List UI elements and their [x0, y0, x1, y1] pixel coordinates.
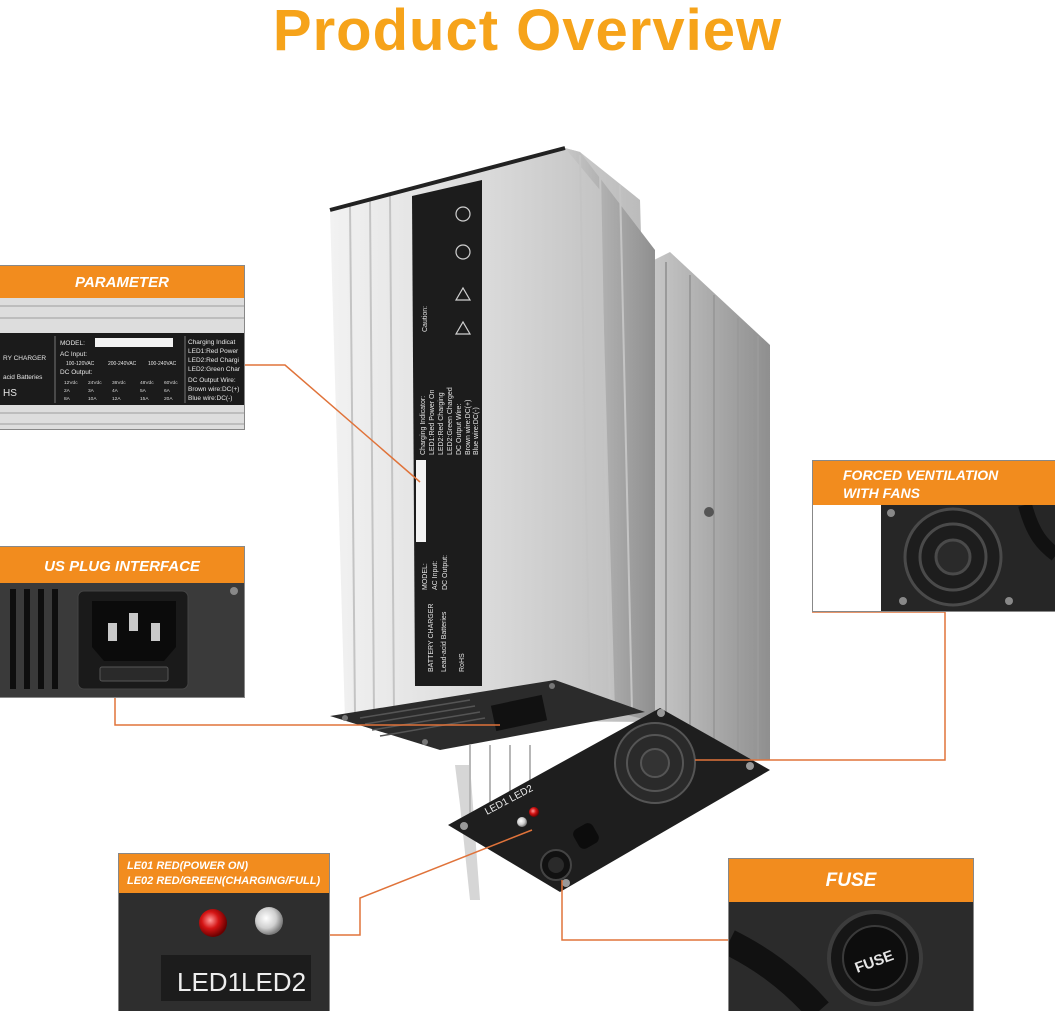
ac-socket	[490, 694, 548, 732]
panel-led-red-icon	[529, 807, 539, 817]
param-dc-value: 15A	[140, 396, 149, 402]
fuse-photo: FUSE	[729, 902, 973, 1011]
label-ac-input: AC Input:	[432, 561, 439, 590]
param-dc-value: 36Vdc	[112, 380, 126, 386]
dc-cable-grommet	[573, 823, 599, 849]
charger-front-unit: BATTERY CHARGER Lead-acid Batteries MODE…	[329, 146, 655, 750]
param-dc-value: 60Vdc	[164, 380, 178, 386]
label-dc-output-wire: DC Output Wire:	[456, 404, 463, 455]
us-plug-photo	[0, 583, 244, 697]
param-dc-wire: DC Output Wire:	[188, 377, 236, 384]
param-dc-value: 12A	[112, 396, 121, 402]
fans-banner: FORCED VENTILATION WITH FANS	[813, 461, 1055, 507]
led1-label: LED1	[177, 967, 242, 997]
param-led1: LED1:Red Power	[188, 348, 239, 355]
callout-leds: LE01 RED(POWER ON) LE02 RED/GREEN(CHARGI…	[118, 853, 330, 1011]
leds-photo: LED1 LED2	[119, 893, 329, 1011]
param-ac-2: 200-240VAC	[108, 361, 137, 367]
param-dc-value: 48Vdc	[140, 380, 154, 386]
param-dc-value: 5A	[140, 388, 147, 394]
label-caution: Caution:	[422, 306, 429, 332]
label-model-box	[416, 460, 426, 542]
param-led2-green: LED2:Green Char	[188, 366, 241, 373]
param-dc-value: 24Vdc	[88, 380, 102, 386]
param-dc-value: 6A	[164, 388, 171, 394]
parameter-title: PARAMETER	[75, 273, 169, 291]
us-plug-banner: US PLUG INTERFACE	[0, 547, 244, 585]
param-rohs: HS	[3, 388, 17, 399]
led-red-icon	[199, 909, 227, 937]
param-dc-value: 8A	[64, 396, 71, 402]
panel-led-clear-icon	[517, 817, 527, 827]
connector-lines	[114, 364, 946, 941]
label-charging-indicator: Charging Indicator:	[420, 396, 427, 455]
fans-title-line1: FORCED VENTILATION	[843, 467, 999, 483]
callout-parameter: PARAMETER MODEL: RY CHARGER AC Input: 10…	[0, 265, 245, 430]
label-brown-wire: Brown wire:DC(+)	[465, 400, 472, 455]
warning-icon	[454, 286, 472, 301]
param-led2-red: LED2:Red Chargi	[188, 357, 239, 364]
parameter-model-box	[95, 338, 173, 347]
param-dc-value: 4A	[112, 388, 119, 394]
param-dc-value: 3A	[88, 388, 95, 394]
callout-fuse: FUSE FUSE	[728, 858, 974, 1011]
page-title: Product Overview	[272, 0, 783, 63]
param-charging: Charging Indicat	[188, 339, 236, 346]
param-battery: acid Batteries	[3, 374, 43, 381]
param-model: MODEL:	[60, 340, 85, 347]
fans-photo	[813, 505, 1055, 611]
led2-label: LED2	[241, 967, 306, 997]
param-dc-value: 20A	[164, 396, 173, 402]
label-blue-wire: Blue wire:DC(-)	[473, 407, 480, 455]
param-ac-1: 100-120VAC	[66, 361, 95, 367]
ul-cert-icon	[455, 206, 471, 222]
parameter-banner: PARAMETER	[0, 266, 244, 298]
param-dc-value: 2A	[64, 388, 71, 394]
fuse-title: FUSE	[825, 870, 877, 891]
label-led1: LED1:Red Power On	[429, 390, 436, 455]
param-ac-3: 100-240VAC	[148, 361, 177, 367]
label-product-name: BATTERY CHARGER	[428, 604, 435, 672]
leds-title-line1: LE01 RED(POWER ON)	[127, 860, 249, 872]
fuse-banner: FUSE	[729, 859, 973, 903]
label-battery-type: Lead-acid Batteries	[441, 611, 448, 672]
label-led2-green: LED2:Green Charged	[447, 387, 454, 455]
param-ac-input: AC Input:	[60, 351, 87, 358]
parameter-photo: MODEL: RY CHARGER AC Input: 100-120VAC 2…	[0, 298, 244, 429]
leds-title-line2: LE02 RED/GREEN(CHARGING/FULL)	[127, 875, 321, 887]
led-clear-icon	[255, 907, 283, 935]
label-led2-red: LED2:Red Charging	[438, 392, 445, 455]
label-model: MODEL:	[422, 563, 429, 590]
label-dc-output: DC Output:	[442, 555, 449, 590]
param-dc-output: DC Output:	[60, 369, 93, 376]
leds-banner: LE01 RED(POWER ON) LE02 RED/GREEN(CHARGI…	[119, 854, 329, 894]
us-plug-title: US PLUG INTERFACE	[44, 557, 200, 575]
param-brown: Brown wire:DC(+)	[188, 386, 239, 393]
charger-front-panel: LED1 LED2	[448, 708, 770, 900]
warning-icon-2	[454, 320, 472, 335]
callout-us-plug: US PLUG INTERFACE	[0, 546, 245, 698]
param-dc-value: 12Vdc	[64, 380, 78, 386]
callout-fans: FORCED VENTILATION WITH FANS	[812, 460, 1055, 612]
param-dc-value: 10A	[88, 396, 97, 402]
param-blue: Blue wire:DC(-)	[188, 395, 232, 402]
param-charger: RY CHARGER	[3, 355, 46, 362]
fans-title-line2: WITH FANS	[843, 485, 920, 501]
etl-cert-icon	[455, 244, 471, 260]
label-rohs: RoHS	[459, 653, 466, 672]
